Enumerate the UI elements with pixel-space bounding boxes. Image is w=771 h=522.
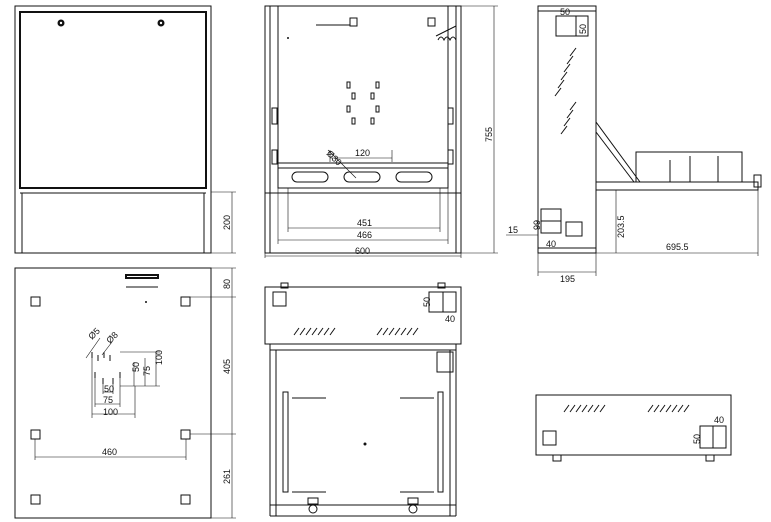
dim-755: 755	[484, 127, 494, 142]
dim-99: 99	[532, 220, 542, 230]
bottom-view: 40 50	[535, 394, 732, 462]
mounting-slots	[346, 81, 380, 125]
rear-view: Ø5 Ø8 100 75 50 50 75 100 460 80 40	[14, 267, 236, 519]
dim-50-bottom-view: 50	[692, 434, 702, 444]
dim-40-bottom-view: 40	[714, 415, 724, 425]
dim-695-5: 695.5	[666, 242, 689, 252]
dim-75-right: 75	[142, 366, 152, 376]
dim-195: 195	[560, 274, 575, 284]
side-louvres	[554, 47, 577, 135]
dim-200: 200	[222, 215, 232, 230]
top-view: 50 40	[264, 282, 462, 517]
dim-50-bottom: 50	[104, 384, 114, 394]
front-view: 200	[14, 5, 236, 254]
dim-451: 451	[357, 218, 372, 228]
dim-15: 15	[508, 225, 518, 235]
dim-phi8: Ø8	[104, 330, 120, 346]
hole-pattern	[91, 352, 121, 384]
dim-50-right: 50	[131, 362, 141, 372]
dim-80: 80	[222, 279, 232, 289]
dim-100-bottom: 100	[103, 407, 118, 417]
dim-261: 261	[222, 469, 232, 484]
dim-40-side: 40	[546, 239, 556, 249]
dim-40-top-view: 40	[445, 314, 455, 324]
dim-466: 466	[357, 230, 372, 240]
dim-405: 405	[222, 359, 232, 374]
dim-100-right: 100	[154, 350, 164, 365]
dim-75-bottom: 75	[103, 395, 113, 405]
dim-phi30: Ø30	[325, 148, 344, 167]
side-view: 50 50 99 40 15	[506, 5, 762, 284]
dim-600: 600	[355, 246, 370, 256]
mounting-holes	[30, 296, 191, 505]
interior-front-view: 120 Ø30 451 466 600 755	[264, 5, 498, 258]
bottom-louvres	[563, 404, 690, 413]
dim-50-top: 50	[560, 7, 570, 17]
top-louvres	[293, 327, 419, 336]
dim-50-side: 50	[578, 24, 588, 34]
dim-203-5: 203.5	[616, 215, 626, 238]
dim-50-top-view: 50	[422, 297, 432, 307]
dim-120: 120	[355, 148, 370, 158]
dim-460: 460	[102, 447, 117, 457]
